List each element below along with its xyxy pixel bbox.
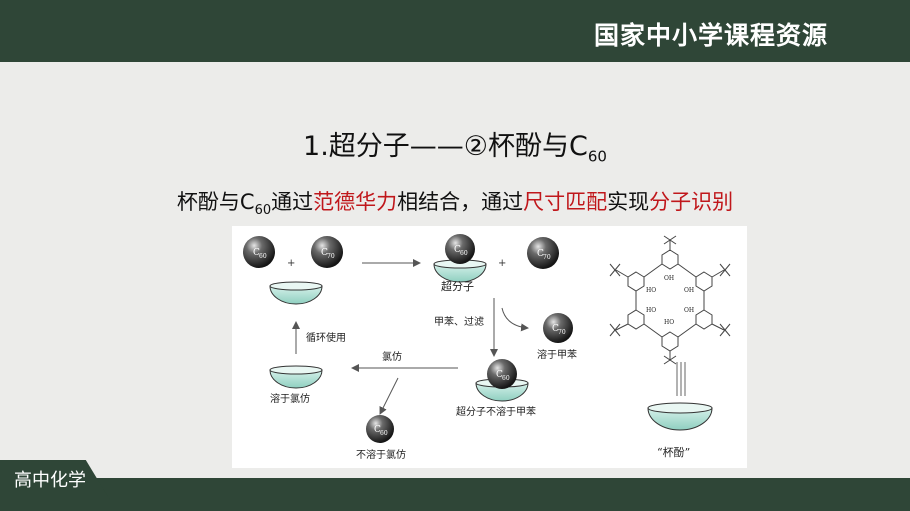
svg-text:HO: HO: [664, 319, 674, 326]
svg-text:C: C: [321, 248, 328, 258]
bottom-bar: [0, 478, 910, 511]
svg-text:60: 60: [380, 430, 388, 437]
title-subscript: 60: [587, 147, 607, 166]
c70-ball-topright: C 70: [527, 237, 559, 269]
equivalence-lines: [676, 362, 686, 396]
top-banner: 国家中小学课程资源: [0, 0, 910, 62]
calixarene-structure: [609, 235, 731, 365]
svg-text:C: C: [552, 324, 559, 334]
svg-text:C: C: [496, 370, 503, 380]
svg-text:60: 60: [460, 250, 468, 257]
bowl-calixarene: [647, 402, 713, 431]
subtitle-part3: 相结合，通过: [397, 190, 524, 214]
c60-ball-insoluble: C 60: [366, 415, 394, 443]
svg-text:70: 70: [543, 254, 551, 261]
label-dissolved-chloroform: 溶于氯仿: [270, 392, 310, 405]
label-dissolved-toluene: 溶于甲苯: [537, 348, 577, 361]
svg-text:70: 70: [327, 253, 335, 260]
svg-text:HO: HO: [646, 307, 656, 314]
plus-sign-2: +: [498, 258, 506, 269]
svg-text:OH: OH: [684, 307, 694, 314]
arrow-to-c70: [501, 307, 529, 332]
subtitle-part1: 杯酚与C: [176, 190, 255, 214]
c70-ball-topleft: C 70: [311, 236, 343, 268]
svg-text:C: C: [374, 425, 381, 435]
separation-diagram: C 60 + C 70 C 60 超分子 + C 70: [232, 226, 747, 468]
arrow-to-c60: [379, 377, 399, 415]
subtitle-highlight-size: 尺寸匹配: [523, 190, 608, 214]
calixarene-hydroxyl-labels: OH OH OH HO HO HO: [646, 275, 694, 326]
label-insoluble-chloroform: 不溶于氯仿: [356, 448, 406, 461]
plus-sign-1: +: [287, 258, 295, 269]
svg-text:70: 70: [558, 329, 566, 336]
supramolecule: C 60: [433, 234, 487, 283]
label-chloroform: 氯仿: [382, 350, 402, 363]
diagram-svg: C 60 + C 70 C 60 超分子 + C 70: [243, 234, 731, 461]
bowl-chloroform: [269, 365, 323, 389]
label-recycle: 循环使用: [306, 331, 346, 344]
bowl-topleft: [269, 281, 323, 305]
svg-text:C: C: [253, 248, 260, 258]
subject-label: 高中化学: [14, 470, 86, 491]
svg-text:C: C: [537, 249, 544, 259]
subtitle-highlight-vdw: 范德华力: [313, 190, 398, 214]
c70-ball-dissolved: C 70: [543, 313, 573, 343]
svg-text:C: C: [454, 245, 461, 255]
label-insoluble-toluene: 超分子不溶于甲苯: [456, 405, 536, 418]
subtitle-part2: 通过: [271, 190, 314, 214]
subtitle-subscript: 60: [254, 203, 272, 219]
supramolecule-insoluble: C 60: [475, 359, 529, 402]
title-main: 1.超分子——②杯酚与C: [303, 131, 588, 162]
svg-text:OH: OH: [664, 275, 674, 282]
c60-ball-topleft: C 60: [243, 236, 275, 268]
label-supramolecule: 超分子: [441, 279, 474, 293]
subtitle-highlight-recognition: 分子识别: [649, 190, 734, 214]
slide-title: 1.超分子——②杯酚与C60: [0, 124, 910, 165]
svg-text:OH: OH: [684, 287, 694, 294]
subtitle-part4: 实现: [607, 190, 650, 214]
svg-text:60: 60: [502, 375, 510, 382]
slide-subtitle: 杯酚与C60通过范德华力相结合，通过尺寸匹配实现分子识别: [0, 186, 910, 218]
label-toluene-filter: 甲苯、过滤: [434, 315, 484, 328]
label-calixarene: “杯酚”: [657, 445, 690, 459]
svg-text:60: 60: [259, 253, 267, 260]
brand-title: 国家中小学课程资源: [593, 21, 828, 50]
svg-text:HO: HO: [646, 287, 656, 294]
